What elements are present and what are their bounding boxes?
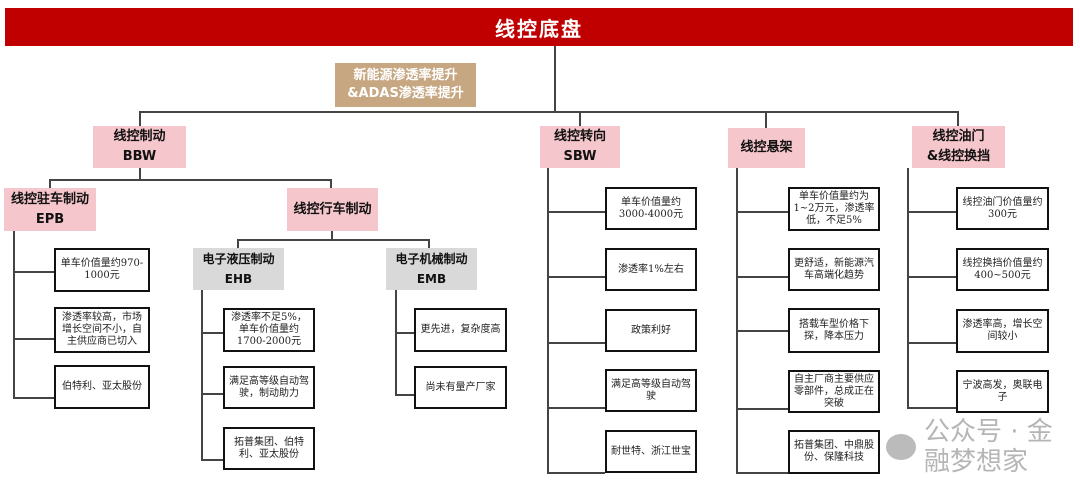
label: EHB — [224, 272, 253, 286]
node-service-brake: 线控行车制动 — [287, 188, 378, 231]
label: BBW — [122, 149, 157, 164]
epb-info: 渗透率较高，市场增长空间不小，自主供应商已切入 — [54, 307, 150, 353]
label: 线控转向 — [553, 129, 606, 144]
node-suspension: 线控悬架 — [728, 128, 805, 168]
sbw-info: 耐世特、浙江世宝 — [605, 430, 697, 473]
suspension-info: 拓普集团、中鼎股份、保隆科技 — [788, 430, 880, 474]
sbw-info: 单车价值量约3000-4000元 — [605, 187, 697, 230]
throttle-info: 宁波高发，奥联电子 — [956, 370, 1049, 413]
label: SBW — [563, 149, 597, 164]
throttle-info: 渗透率高，增长空间较小 — [956, 309, 1049, 353]
label: 电子机械制动 — [395, 252, 468, 266]
suspension-info: 搭载车型价格下探，降本压力 — [788, 308, 880, 353]
ehb-info: 拓普集团、伯特利、亚太股份 — [223, 427, 315, 470]
label: 电子液压制动 — [202, 252, 275, 266]
sbw-info: 满足高等级自动驾驶 — [605, 369, 697, 412]
wechat-icon — [886, 434, 916, 460]
label: 线控驻车制动 — [10, 191, 89, 207]
node-ehb: 电子液压制动 EHB — [193, 248, 284, 290]
epb-info: 单车价值量约970-1000元 — [54, 248, 150, 292]
emb-info: 尚未有量产厂家 — [414, 366, 507, 409]
suspension-info: 更舒适，新能源汽车高端化趋势 — [788, 248, 880, 291]
label: &线控换挡 — [926, 149, 991, 164]
suspension-info: 自主厂商主要供应零部件，总成正在突破 — [788, 370, 880, 413]
sbw-info: 政策利好 — [605, 309, 697, 352]
node-sbw: 线控转向 SBW — [540, 126, 620, 168]
label: EMB — [416, 272, 447, 286]
sbw-info: 渗透率1%左右 — [605, 248, 697, 291]
suspension-info: 单车价值量约为1~2万元，渗透率低，不足5% — [788, 187, 880, 231]
node-emb: 电子机械制动 EMB — [386, 248, 477, 290]
driver-line-2: &ADAS渗透率提升 — [347, 86, 464, 101]
driver-box: 新能源渗透率提升&ADAS渗透率提升 — [335, 63, 476, 107]
node-epb: 线控驻车制动 EPB — [4, 188, 96, 231]
label: 线控油门 — [932, 129, 985, 144]
ehb-info: 满足高等级自动驾驶，制动助力 — [223, 366, 315, 409]
watermark: 公众号 · 金融梦想家 — [886, 416, 1076, 478]
node-throttle: 线控油门&线控换挡 — [912, 126, 1005, 168]
driver-line-1: 新能源渗透率提升 — [353, 68, 458, 83]
label: 线控制动 — [113, 129, 166, 144]
label: EPB — [35, 211, 65, 227]
throttle-info: 线控换挡价值量约400~500元 — [956, 248, 1049, 291]
node-bbw: 线控制动 BBW — [93, 126, 186, 168]
ehb-info: 渗透率不足5%，单车价值量约1700-2000元 — [223, 308, 315, 352]
root-title: 线控底盘 — [5, 8, 1073, 46]
epb-info: 伯特利、亚太股份 — [54, 365, 150, 409]
throttle-info: 线控油门价值量约300元 — [956, 187, 1049, 230]
watermark-text: 公众号 · 金融梦想家 — [924, 417, 1053, 477]
emb-info: 更先进，复杂度高 — [414, 308, 507, 352]
